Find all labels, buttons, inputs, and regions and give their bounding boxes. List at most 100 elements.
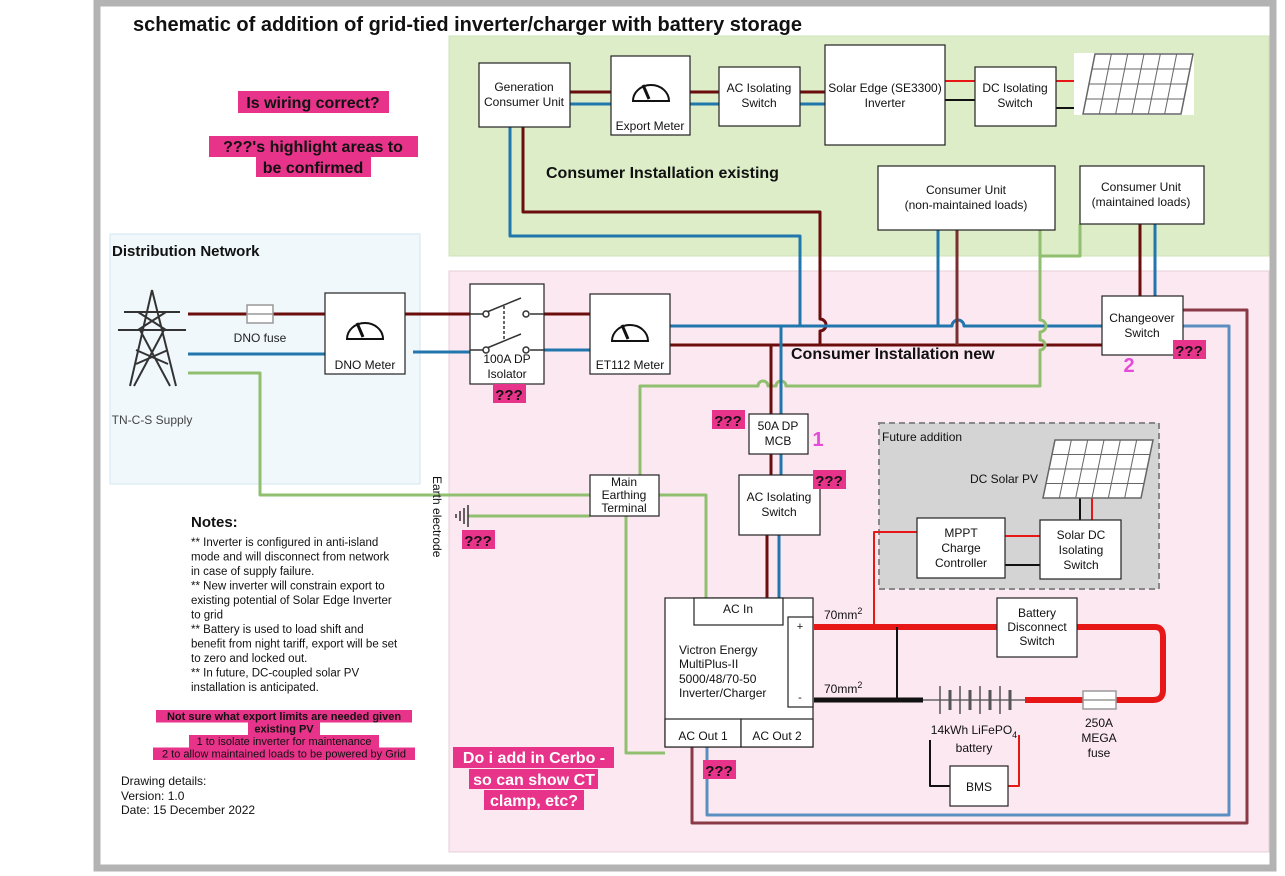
main-earthing-terminal: Main Earthing Terminal (589, 474, 660, 517)
dc-iso-top-line2: Switch (997, 96, 1032, 110)
ac-iso-new-line2: Switch (761, 505, 796, 519)
pink-note-bg (153, 747, 415, 760)
tn-cs-label: TN-C-S Supply (112, 413, 193, 427)
cu-maint-line1: Consumer Unit (1101, 180, 1182, 194)
wire-earth-ring (638, 224, 1048, 475)
solar-edge-line2: Inverter (865, 96, 906, 110)
wiring (188, 75, 1249, 825)
note-line: mode and will disconnect from network (191, 552, 389, 564)
wire-earth-met-victron (659, 493, 708, 601)
note-line: to grid (191, 610, 223, 622)
wire-mppt-pos (873, 531, 917, 627)
mcb-line2: MCB (765, 434, 792, 448)
cu-non-line2: (non-maintained loads) (905, 198, 1028, 212)
pink-note-bg (248, 722, 320, 735)
dno-meter: DNO Meter (324, 292, 406, 375)
batt-disc-line2: Disconnect (1007, 620, 1067, 634)
isolator-line1: 100A DP (483, 352, 530, 366)
bms-label: BMS (966, 780, 992, 794)
note-line: to zero and locked out. (191, 653, 307, 665)
ac-out1-label: AC Out 1 (678, 729, 728, 743)
drawing-details-line1: Drawing details: (121, 774, 206, 788)
met-line2: Earthing (602, 488, 647, 502)
cerbo-line2: so can show CT (473, 772, 595, 789)
cu-maint-line2: (maintained loads) (1092, 195, 1191, 209)
number-marker-2: 2 (1123, 355, 1134, 377)
drawing-details-line3: Date: 15 December 2022 (121, 803, 255, 817)
gen-cu-line2: Consumer Unit (484, 95, 565, 109)
solar-dc-isolating-switch: Solar DC Isolating Switch (1039, 519, 1122, 580)
et112-meter: ET112 Meter (589, 293, 671, 375)
solar-panel-future (1042, 439, 1154, 499)
solar-panel-existing (1074, 53, 1194, 115)
victron-line4: Inverter/Charger (679, 686, 766, 700)
ac-out1-port (664, 718, 742, 748)
wire-neutral-changeover-return (705, 324, 1231, 817)
new-zone-label: Consumer Installation new (791, 346, 995, 363)
existing-zone-label: Consumer Installation existing (546, 165, 779, 182)
battery-label-line2: battery (956, 741, 993, 755)
pink-note-line: Not sure what export limits are needed g… (167, 711, 401, 723)
pink-note-line: 1 to isolate inverter for maintenance (197, 736, 372, 748)
dc-plus-label: + (797, 621, 803, 633)
wire-earth-cu-maint (1040, 224, 1082, 258)
consumer-unit-maintained: Consumer Unit (maintained loads) (1079, 165, 1205, 225)
pink-note-bg (156, 710, 412, 723)
pink-notes: Not sure what export limits are needed g… (153, 710, 415, 761)
notes-list: ** Inverter is configured in anti-island… (191, 537, 398, 694)
solar-edge-line1: Solar Edge (SE3300) (828, 81, 941, 95)
changeover-switch: Changeover Switch (1101, 295, 1184, 356)
battery-label-line1: 14kWh LiFePO4 (931, 723, 1017, 740)
note-line: ** New inverter will constrain export to (191, 581, 385, 593)
q-marker-ac-iso: ??? (815, 473, 843, 490)
q-marker-earth: ??? (464, 533, 492, 550)
solar-panel-existing-icon (1082, 53, 1194, 115)
mega-fuse: 250A MEGA fuse (1081, 690, 1117, 760)
q-marker-isolator: ??? (495, 387, 523, 404)
q-marker-mcb: ??? (714, 413, 742, 430)
cerbo-line3: clamp, etc? (490, 793, 578, 810)
solar-edge-inverter: Solar Edge (SE3300) Inverter (824, 44, 946, 146)
met-line3: Terminal (601, 501, 646, 515)
ac-iso-top-line2: Switch (741, 96, 776, 110)
mppt-line1: MPPT (944, 526, 978, 540)
highlight-note-line1: ???'s highlight areas to (223, 139, 403, 156)
victron-line3: 5000/48/70-50 (679, 672, 757, 686)
mppt-line3: Controller (935, 556, 987, 570)
mega-fuse-line1: 250A (1085, 716, 1113, 730)
ac-iso-top-line1: AC Isolating (727, 81, 792, 95)
met-line1: Main (611, 475, 637, 489)
drawing-details-line2: Version: 1.0 (121, 789, 185, 803)
victron-line2: MultiPlus-II (679, 657, 738, 671)
pylon-icon (118, 289, 186, 387)
generation-consumer-unit: Generation Consumer Unit (478, 62, 571, 128)
battery-disconnect-switch: Battery Disconnect Switch (996, 597, 1078, 658)
wire-earth-met-victron-out (624, 516, 665, 755)
earth-electrode-icon (455, 505, 469, 527)
ac-isolating-switch-existing: AC Isolating Switch (718, 66, 801, 127)
dno-fuse-label: DNO fuse (234, 331, 287, 345)
export-meter: Export Meter (610, 55, 691, 136)
wire-bms-pos (1008, 735, 1020, 787)
highlight-note-line2: be confirmed (263, 160, 363, 177)
victron-line1: Victron Energy (679, 643, 758, 657)
wire-bms-neg (929, 740, 950, 787)
diagram-title: schematic of addition of grid-tied inver… (133, 14, 802, 36)
gen-cu-line1: Generation (494, 80, 553, 94)
et112-meter-label: ET112 Meter (596, 358, 664, 372)
mppt-line2: Charge (941, 541, 981, 555)
question-markers: ??? ??? ??? ??? ??? ??? (462, 340, 1206, 780)
dc-minus-label: - (798, 692, 802, 704)
ac-in-label: AC In (723, 602, 753, 616)
solar-dc-iso-line2: Isolating (1059, 543, 1104, 557)
consumer-unit-non-maintained: Consumer Unit (non-maintained loads) (877, 165, 1056, 231)
solar-panel-future-icon (1042, 439, 1154, 499)
changeover-line2: Switch (1124, 326, 1159, 340)
changeover-line1: Changeover (1109, 311, 1174, 325)
cable-pos-label: 70mm2 (824, 606, 862, 622)
wire-earth-supply (188, 371, 590, 497)
mcb-line1: 50A DP (758, 419, 799, 433)
note-line: ** In future, DC-coupled solar PV (191, 668, 359, 680)
isolator-line2: Isolator (487, 367, 526, 381)
pink-note-line: existing PV (254, 724, 314, 736)
